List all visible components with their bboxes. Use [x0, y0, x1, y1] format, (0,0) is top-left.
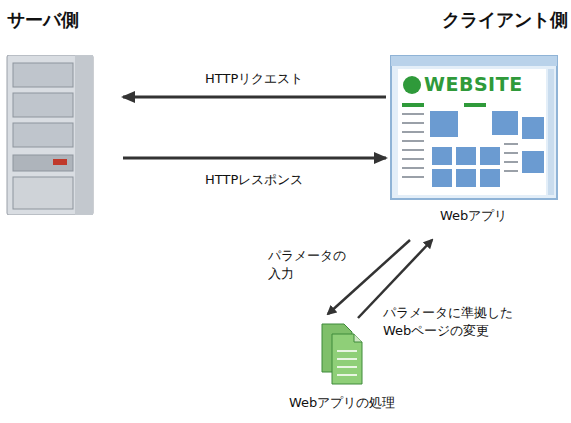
- section-heading: クライアント側: [442, 8, 568, 32]
- edge-label: HTTPリクエスト: [205, 70, 303, 88]
- illustration-node: サーバ側: [5, 55, 95, 215]
- edge-label: パラメータの 入力: [268, 247, 359, 282]
- illustration-node: Webアプリの処理: [320, 322, 364, 386]
- section-heading: サーバ側: [7, 8, 79, 32]
- edge-label: HTTPレスポンス: [205, 171, 303, 189]
- node-label: Webアプリ: [440, 207, 507, 225]
- document-icon: [320, 322, 364, 386]
- arrow-connector: [123, 157, 386, 160]
- website-logo-text: WEBSITE: [424, 73, 523, 95]
- arrow-connector: [123, 96, 386, 99]
- node-label: Webアプリの処理: [289, 394, 395, 412]
- server-illustration: [5, 55, 95, 215]
- edge-label: パラメータに準拠した Webページの変更: [383, 304, 533, 339]
- illustration-node: クライアント側WEBSITEWebアプリ: [390, 55, 558, 200]
